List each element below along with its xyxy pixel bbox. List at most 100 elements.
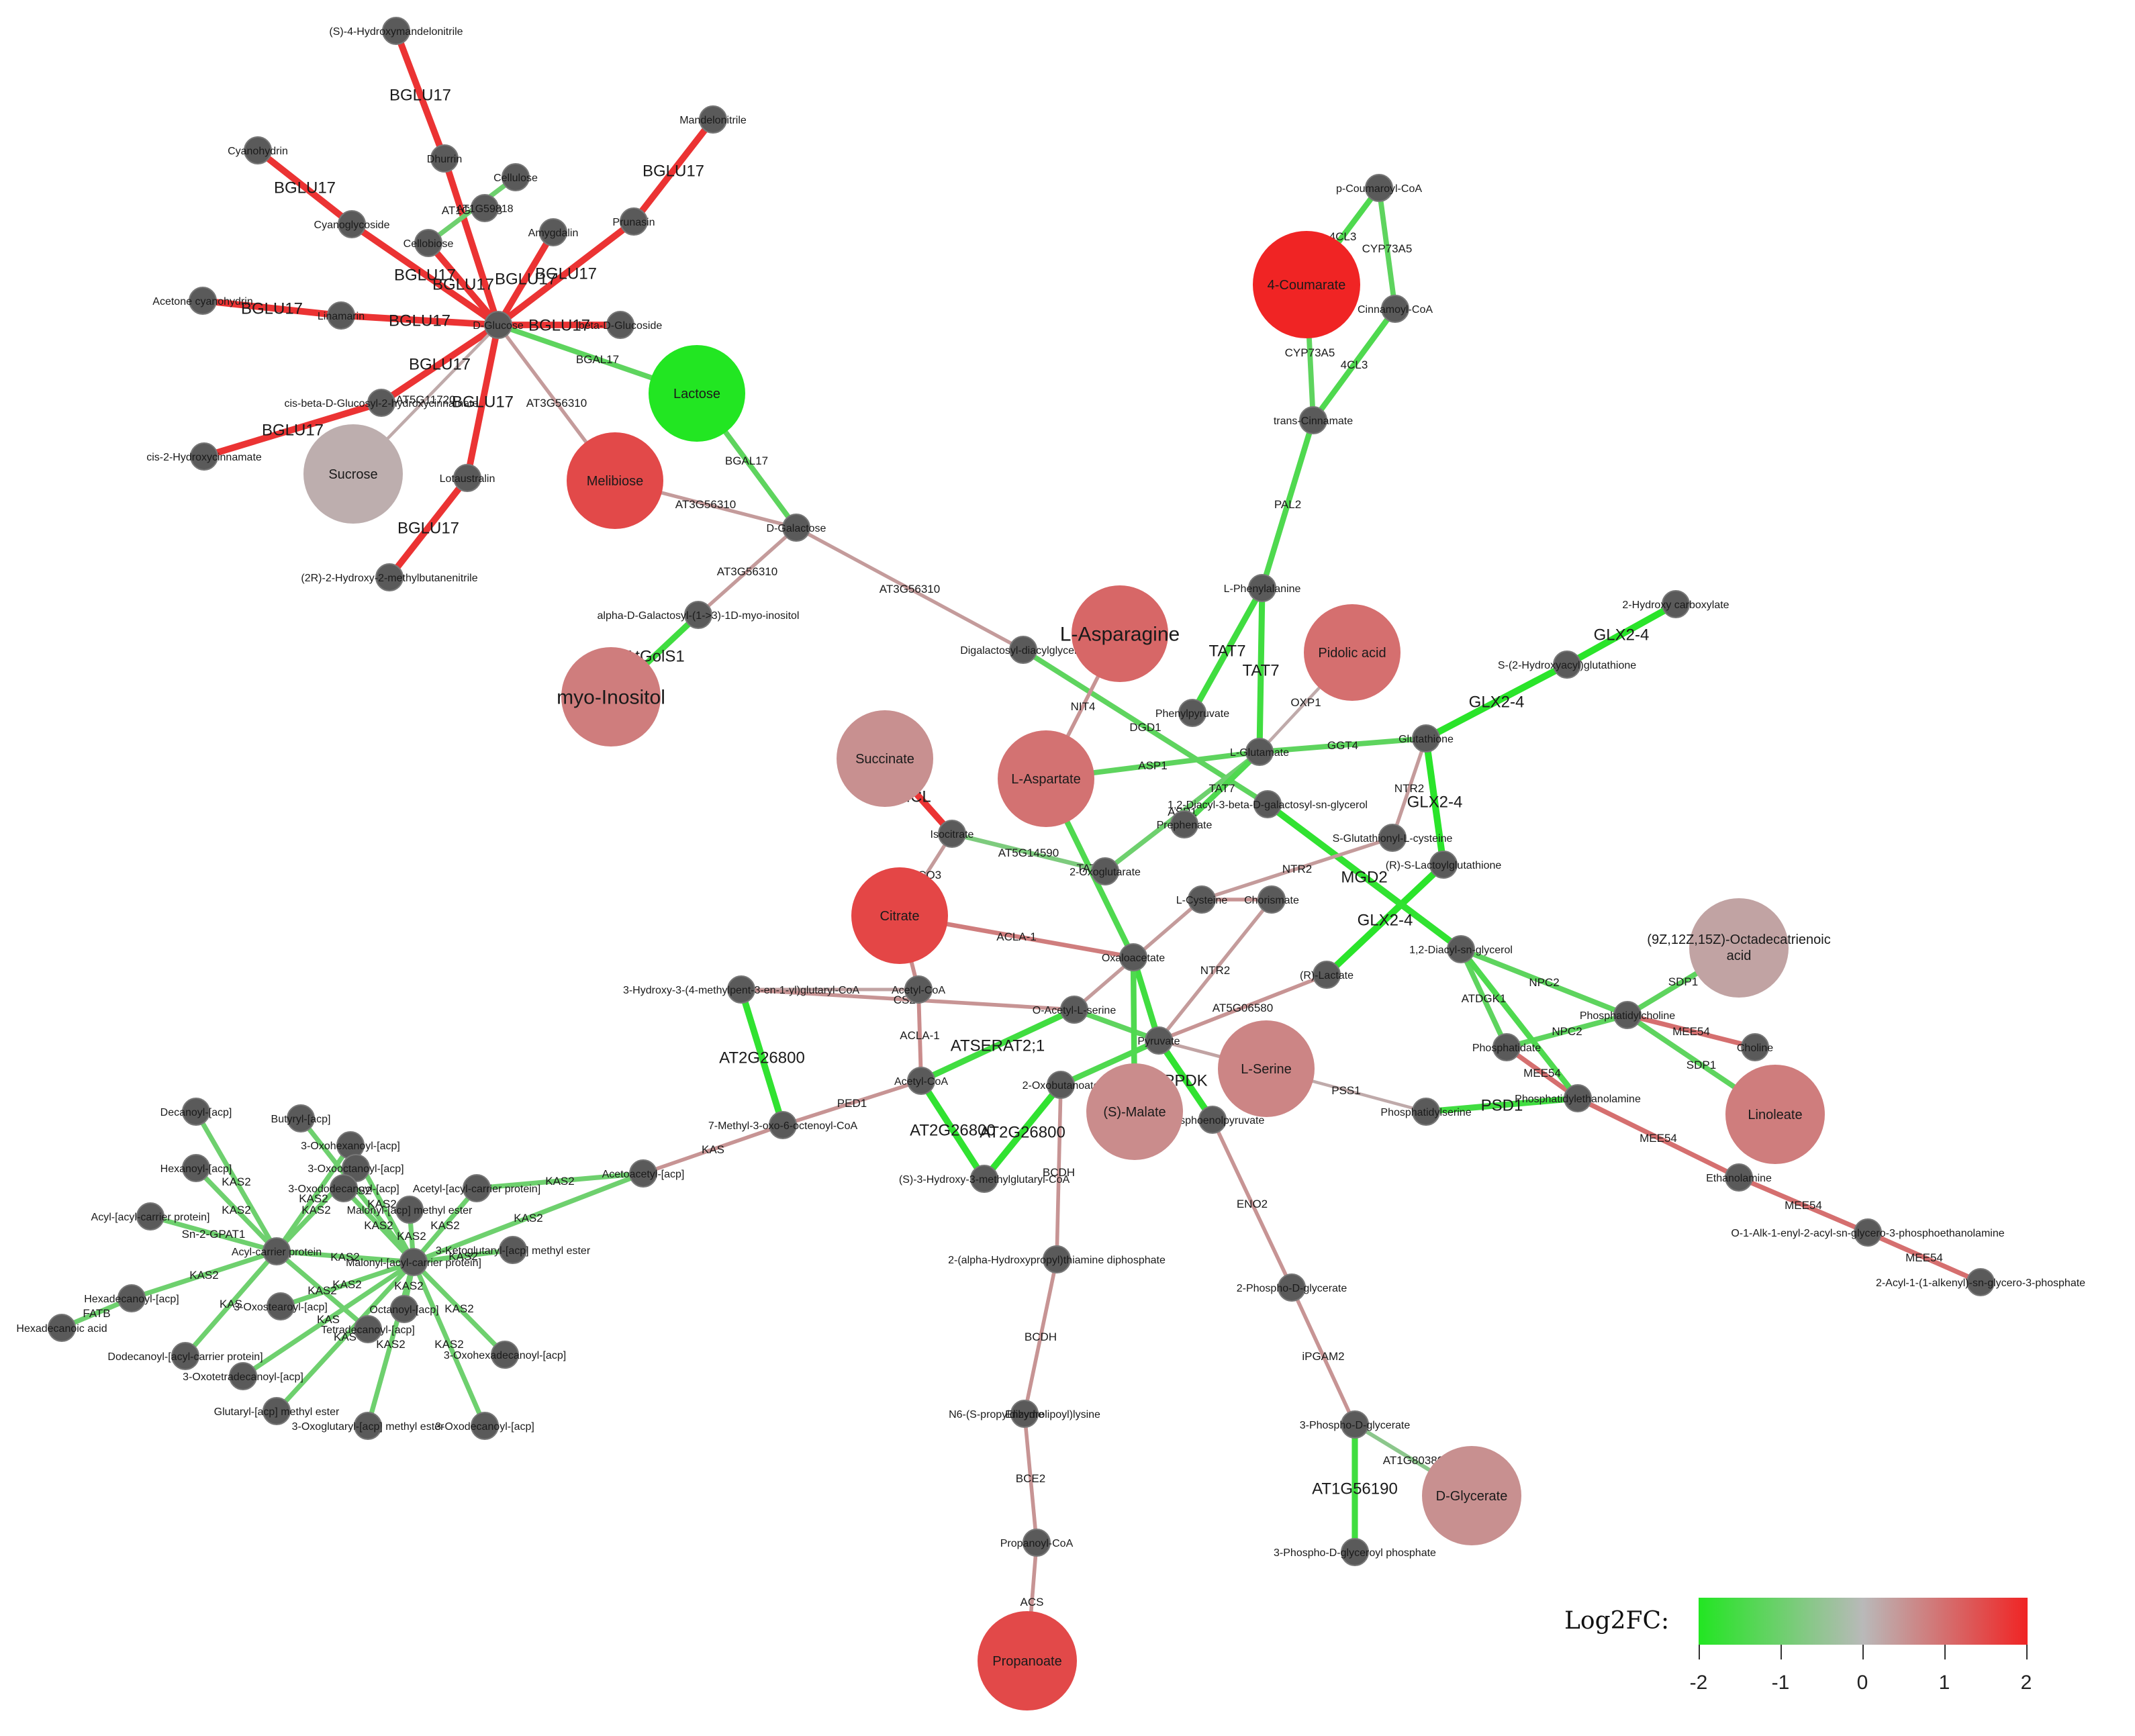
node-oxohexadecanoyl[interactable]: 3-Oxohexadecanoyl-[acp]	[444, 1341, 566, 1369]
node-oxostearoyl[interactable]: 3-Oxostearoyl-[acp]	[234, 1292, 328, 1320]
metabolite-circle[interactable]	[998, 730, 1094, 827]
node-phosphatidate[interactable]: Phosphatidate	[1472, 1033, 1541, 1061]
node-oxoglutarylmethyl[interactable]: 3-Oxoglutaryl-[acp] methyl ester	[292, 1412, 444, 1440]
metabolite-circle[interactable]	[561, 647, 661, 746]
metabolite-node-aspartate[interactable]: L-Aspartate	[998, 730, 1094, 827]
node-diacylgalactosyl[interactable]: 1,2-Diacyl-3-beta-D-galactosyl-sn-glycer…	[1168, 790, 1368, 818]
node-dot[interactable]	[263, 1397, 291, 1425]
node-oxooctanoyl[interactable]: 3-Oxooctanoyl-[acp]	[307, 1154, 404, 1182]
node-linamarin[interactable]: Linamarin	[318, 301, 365, 330]
node-dot[interactable]	[354, 1412, 382, 1440]
node-dot[interactable]	[1553, 650, 1581, 679]
node-dot[interactable]	[970, 1165, 998, 1193]
node-prunasin[interactable]: Prunasin	[612, 207, 655, 236]
node-hexanoylacp[interactable]: Hexanoyl-[acp]	[160, 1154, 232, 1182]
metabolite-node-propanoate[interactable]: Propanoate	[978, 1611, 1077, 1710]
node-dot[interactable]	[1198, 1106, 1227, 1134]
node-butyrylacp[interactable]: Butyryl-[acp]	[271, 1104, 331, 1132]
node-dot[interactable]	[1047, 1071, 1075, 1099]
node-lcysteine[interactable]: L-Cysteine	[1176, 885, 1228, 914]
node-phosphoglyceroylphosphate[interactable]: 3-Phospho-D-glyceroyl phosphate	[1274, 1538, 1436, 1566]
node-dot[interactable]	[1299, 406, 1327, 434]
node-hydroxycarboxylate[interactable]: 2-Hydroxy carboxylate	[1622, 590, 1729, 618]
node-dot[interactable]	[471, 194, 499, 222]
node-cisbeta[interactable]: cis-beta-D-Glucosyl-2-hydroxycinnamate	[285, 389, 479, 417]
metabolite-node-sucrose[interactable]: Sucrose	[303, 424, 403, 524]
node-dot[interactable]	[684, 601, 712, 629]
node-dot[interactable]	[1248, 574, 1276, 602]
node-cyanohydrin[interactable]: Cyanohydrin	[228, 136, 288, 164]
node-malonylmethyl[interactable]: Malonyl-[acp] methyl ester	[347, 1196, 473, 1224]
node-cinnamoylcoa[interactable]: Cinnamoyl-CoA	[1358, 295, 1433, 323]
node-diacylglycerol[interactable]: 1,2-Diacyl-sn-glycerol	[1409, 935, 1513, 963]
node-hydroxymethylbutanenitrile[interactable]: (2R)-2-Hydroxy-2-methylbutanenitrile	[301, 563, 478, 591]
node-phenylpyruvate[interactable]: Phenylpyruvate	[1155, 699, 1229, 727]
node-oxoglutarate[interactable]: 2-Oxoglutarate	[1070, 857, 1141, 885]
node-dot[interactable]	[907, 1067, 935, 1095]
node-dot[interactable]	[1564, 1084, 1592, 1112]
metabolite-node-pidolic[interactable]: Pidolic acid	[1304, 604, 1401, 701]
metabolite-circle[interactable]	[978, 1611, 1077, 1710]
metabolite-node-asparagine[interactable]: L-Asparagine	[1060, 585, 1180, 682]
node-at1g[interactable]: AT1G59818	[456, 194, 514, 222]
node-hydroxyacylglutathione[interactable]: S-(2-Hydroxyacyl)glutathione	[1498, 650, 1636, 679]
node-dot[interactable]	[502, 163, 530, 191]
node-glutamate[interactable]: L-Glutamate	[1230, 738, 1289, 766]
node-glutathione[interactable]: Glutathione	[1398, 724, 1454, 753]
node-dot[interactable]	[171, 1342, 199, 1370]
node-oalkenyl[interactable]: O-1-Alk-1-enyl-2-acyl-sn-glycero-3-phosp…	[1731, 1218, 2005, 1247]
metabolite-node-serine[interactable]: L-Serine	[1218, 1020, 1315, 1117]
node-dot[interactable]	[267, 1292, 295, 1320]
node-amygdalin[interactable]: Amygdalin	[528, 218, 579, 246]
node-dot[interactable]	[1043, 1245, 1071, 1273]
node-digalactosyl[interactable]: Digalactosyl-diacylglycerol	[960, 636, 1086, 664]
node-dot[interactable]	[1313, 961, 1341, 989]
node-dot[interactable]	[182, 1154, 210, 1182]
node-phosphatidylserine[interactable]: Phosphatidylserine	[1380, 1098, 1472, 1126]
metabolite-circle[interactable]	[1422, 1446, 1521, 1545]
metabolite-circle[interactable]	[837, 710, 933, 807]
node-prephenate[interactable]: Prephenate	[1157, 810, 1213, 838]
node-dot[interactable]	[367, 389, 395, 417]
node-cyanoglycoside[interactable]: Cyanoglycoside	[314, 210, 390, 238]
node-oxotetradecanoyl[interactable]: 3-Oxotetradecanoyl-[acp]	[183, 1362, 303, 1390]
node-lotaustralin[interactable]: Lotaustralin	[440, 464, 495, 492]
node-decanoylacp[interactable]: Decanoyl-[acp]	[160, 1098, 232, 1126]
node-dot[interactable]	[938, 820, 966, 848]
metabolite-circle[interactable]	[1304, 604, 1401, 701]
node-cellobiose[interactable]: Cellobiose	[404, 229, 454, 257]
node-dot[interactable]	[1145, 1026, 1173, 1055]
node-phosphoethanolamine[interactable]: Phosphatidylethanolamine	[1515, 1084, 1641, 1112]
node-dot[interactable]	[263, 1237, 291, 1265]
node-chorismate[interactable]: Chorismate	[1244, 885, 1299, 914]
node-dot[interactable]	[395, 1196, 424, 1224]
metabolite-node-dglycerate[interactable]: D-Glycerate	[1422, 1446, 1521, 1545]
node-lactoylglutathione[interactable]: (R)-S-Lactoylglutathione	[1386, 851, 1502, 879]
node-dot[interactable]	[1060, 996, 1088, 1024]
node-octanoylacp[interactable]: Octanoyl-[acp]	[369, 1295, 439, 1323]
metabolite-node-malate[interactable]: (S)-Malate	[1086, 1063, 1183, 1160]
node-dot[interactable]	[390, 1295, 418, 1323]
node-hydroxymandelonitrile[interactable]: (S)-4-Hydroxymandelonitrile	[329, 17, 463, 45]
node-dot[interactable]	[1010, 1400, 1039, 1428]
node-dot[interactable]	[382, 17, 410, 45]
node-hmgcoa[interactable]: (S)-3-Hydroxy-3-methylglutaryl-CoA	[899, 1165, 1070, 1193]
node-dot[interactable]	[1341, 1410, 1369, 1439]
node-galactosylinositol[interactable]: alpha-D-Galactosyl-(1->3)-1D-myo-inosito…	[598, 601, 800, 629]
node-choline[interactable]: Choline	[1737, 1033, 1773, 1061]
node-phosphoglycerate3[interactable]: 3-Phospho-D-glycerate	[1300, 1410, 1411, 1439]
node-oacetylserine[interactable]: O-Acetyl-L-serine	[1033, 996, 1117, 1024]
node-dot[interactable]	[1429, 851, 1458, 879]
node-coumaroylcoa[interactable]: p-Coumaroyl-CoA	[1336, 174, 1422, 202]
node-hexadecanoic[interactable]: Hexadecanoic acid	[16, 1314, 107, 1342]
node-dot[interactable]	[1023, 1529, 1051, 1557]
node-dot[interactable]	[1245, 738, 1274, 766]
node-phosphatidylcholine[interactable]: Phosphatidylcholine	[1580, 1001, 1675, 1029]
node-dot[interactable]	[782, 514, 810, 542]
node-phenylalanine[interactable]: L-Phenylalanine	[1224, 574, 1301, 602]
node-dot[interactable]	[229, 1362, 257, 1390]
node-oxaloacetate[interactable]: Oxaloacetate	[1102, 943, 1165, 971]
node-dot[interactable]	[48, 1314, 76, 1342]
node-dot[interactable]	[1662, 590, 1690, 618]
node-dot[interactable]	[1412, 724, 1440, 753]
